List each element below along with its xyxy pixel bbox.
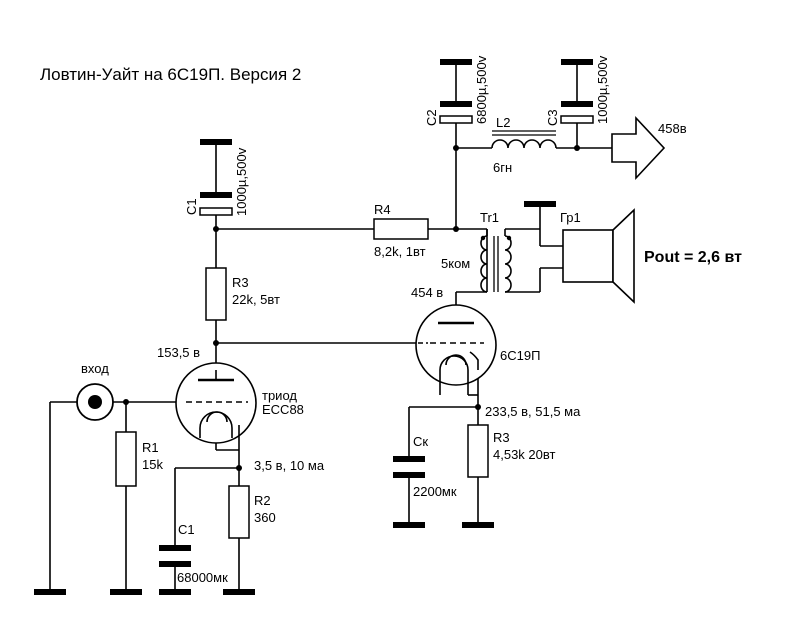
gr1-name: Гр1 <box>560 210 581 225</box>
r4-value: 8,2k, 1вт <box>374 244 426 259</box>
c1-top-value: 1000µ,500v <box>234 147 249 216</box>
ck-name: Ск <box>413 434 428 449</box>
r3-anode-value: 22k, 5вт <box>232 292 280 307</box>
r3-cathode-name: R3 <box>493 430 510 445</box>
c1-top-name: C1 <box>184 198 199 215</box>
junction-dots <box>123 145 580 471</box>
anode-v1-voltage: 153,5 в <box>157 345 200 360</box>
resistor-r3-anode: R3 22k, 5вт <box>205 267 280 321</box>
capacitor-c1-cathode: C1 68000мк <box>159 522 228 585</box>
input-label: вход <box>81 361 109 376</box>
anode-v2-voltage: 454 в <box>411 285 443 300</box>
capacitor-c1-top: C1 1000µ,500v <box>184 147 249 216</box>
r3-anode-name: R3 <box>232 275 249 290</box>
ck-value: 2200мк <box>413 484 457 499</box>
ground-symbols <box>34 59 593 595</box>
resistor-r3-cathode: R3 4,53k 20вт <box>467 424 555 478</box>
c3-value: 1000µ,500v <box>595 55 610 124</box>
supply-arrow: 458в <box>611 115 687 181</box>
r4-name: R4 <box>374 202 391 217</box>
r1-name: R1 <box>142 440 159 455</box>
r1-value: 15k <box>142 457 163 472</box>
tube2-label: 6С19П <box>500 348 540 363</box>
l2-name: L2 <box>496 115 510 130</box>
cathode-v1-voltage: 3,5 в, 10 ма <box>254 458 325 473</box>
input-connector: вход <box>76 361 114 421</box>
c1-cathode-value: 68000мк <box>177 570 228 585</box>
l2-value: 6гн <box>493 160 512 175</box>
resistor-r1: R1 15k <box>115 431 163 487</box>
r3-cathode-value: 4,53k 20вт <box>493 447 555 462</box>
r2-name: R2 <box>254 493 271 508</box>
capacitor-c2: C2 6800µ,500v <box>424 55 489 126</box>
cathode-v2-voltage: 233,5 в, 51,5 ма <box>485 404 581 419</box>
r2-value: 360 <box>254 510 276 525</box>
transformer-tr1: Tr1 5ком <box>441 210 512 293</box>
tr1-value: 5ком <box>441 256 470 271</box>
resistor-r4: R4 8,2k, 1вт <box>373 202 429 259</box>
inductor-l2: L2 6гн <box>491 115 557 175</box>
speaker-gr1: Гр1 <box>560 208 635 304</box>
c2-name: C2 <box>424 109 439 126</box>
c2-value: 6800µ,500v <box>474 55 489 124</box>
resistor-r2: R2 360 <box>228 485 276 539</box>
supply-voltage-label: 458в <box>658 121 687 136</box>
triode-label-1: триод <box>262 388 297 403</box>
c3-name: C3 <box>545 109 560 126</box>
tr1-name: Tr1 <box>480 210 499 225</box>
capacitor-ck: Ск 2200мк <box>393 434 457 499</box>
tube-6s19p: 6С19П <box>415 304 540 386</box>
c1-cathode-name: C1 <box>178 522 195 537</box>
output-power-label: Pout = 2,6 вт <box>644 249 742 266</box>
diagram-title: Ловтин-Уайт на 6С19П. Версия 2 <box>40 65 301 84</box>
triode-label-2: ECC88 <box>262 402 304 417</box>
capacitor-c3: C3 1000µ,500v <box>545 55 610 126</box>
triode-ecc88: триод ECC88 <box>175 362 304 444</box>
